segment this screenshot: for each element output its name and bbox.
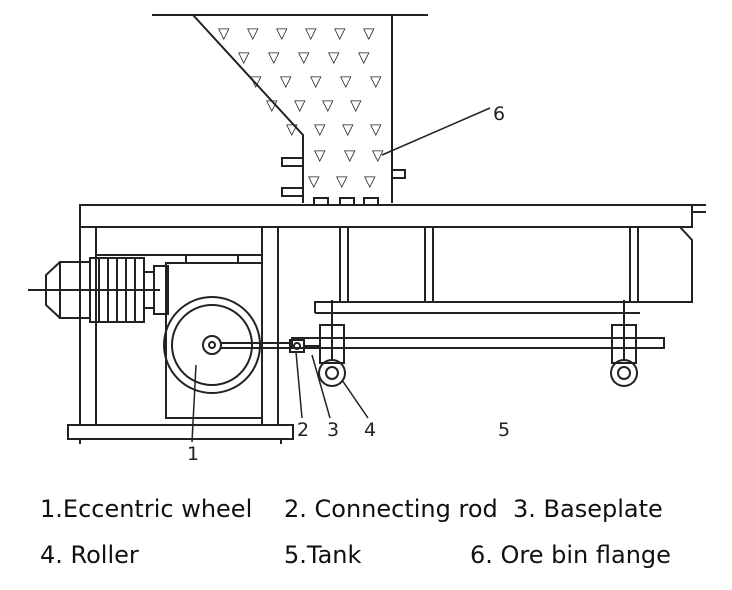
svg-text:▽: ▽ [342, 120, 354, 138]
svg-text:▽: ▽ [358, 48, 370, 66]
leader-lines [191, 107, 491, 443]
main-frame [79, 204, 706, 425]
svg-text:▽: ▽ [247, 24, 259, 42]
label-tank: 5 [498, 419, 510, 441]
feeder-diagram: ▽▽▽▽▽▽ ▽▽▽▽▽ ▽▽▽▽▽ ▽▽▽▽ ▽▽▽▽ ▽▽▽ ▽▽▽ 1 2… [28, 14, 706, 465]
svg-text:▽: ▽ [340, 72, 352, 90]
legend-item-tank: 5.Tank [284, 541, 362, 569]
ore-markers: ▽▽▽▽▽▽ ▽▽▽▽▽ ▽▽▽▽▽ ▽▽▽▽ ▽▽▽▽ ▽▽▽ ▽▽▽ [218, 24, 384, 190]
legend-item-eccentric-wheel: 1.Eccentric wheel [40, 495, 253, 523]
svg-text:▽: ▽ [344, 146, 356, 164]
eccentric-wheel [163, 296, 261, 394]
tank [314, 226, 693, 314]
svg-text:▽: ▽ [268, 48, 280, 66]
label-ore-bin-flange: 6 [493, 103, 505, 125]
motor [28, 257, 169, 323]
svg-text:▽: ▽ [364, 172, 376, 190]
svg-text:▽: ▽ [250, 72, 262, 90]
svg-text:▽: ▽ [363, 24, 375, 42]
base-feet [67, 424, 294, 444]
legend-row-1: 1.Eccentric wheel 2. Connecting rod 3. B… [0, 495, 732, 535]
svg-text:▽: ▽ [322, 96, 334, 114]
svg-text:▽: ▽ [336, 172, 348, 190]
legend-item-ore-bin-flange: 6. Ore bin flange [470, 541, 671, 569]
svg-text:▽: ▽ [238, 48, 250, 66]
svg-text:▽: ▽ [280, 72, 292, 90]
connecting-rod [221, 339, 320, 353]
svg-text:▽: ▽ [218, 24, 230, 42]
legend-item-baseplate: 3. Baseplate [513, 495, 663, 523]
label-eccentric-wheel: 1 [187, 443, 199, 465]
legend-item-roller: 4. Roller [40, 541, 139, 569]
svg-text:▽: ▽ [372, 146, 384, 164]
label-baseplate: 3 [327, 419, 339, 441]
svg-text:▽: ▽ [266, 96, 278, 114]
svg-text:▽: ▽ [298, 48, 310, 66]
svg-text:▽: ▽ [334, 24, 346, 42]
svg-text:▽: ▽ [314, 120, 326, 138]
label-connecting-rod: 2 [297, 419, 309, 441]
svg-text:▽: ▽ [286, 120, 298, 138]
svg-text:▽: ▽ [328, 48, 340, 66]
svg-text:▽: ▽ [276, 24, 288, 42]
legend-item-connecting-rod: 2. Connecting rod [284, 495, 498, 523]
svg-text:▽: ▽ [305, 24, 317, 42]
roller [318, 300, 346, 387]
svg-text:▽: ▽ [310, 72, 322, 90]
svg-text:▽: ▽ [370, 120, 382, 138]
svg-text:▽: ▽ [314, 146, 326, 164]
roller-2 [610, 300, 638, 387]
baseplate [291, 337, 665, 349]
svg-text:▽: ▽ [308, 172, 320, 190]
svg-text:▽: ▽ [370, 72, 382, 90]
svg-text:▽: ▽ [294, 96, 306, 114]
gearbox [165, 255, 263, 419]
ore-bin [152, 14, 428, 206]
legend-row-2: 4. Roller 5.Tank 6. Ore bin flange [0, 541, 732, 581]
svg-text:▽: ▽ [350, 96, 362, 114]
label-roller: 4 [364, 419, 376, 441]
